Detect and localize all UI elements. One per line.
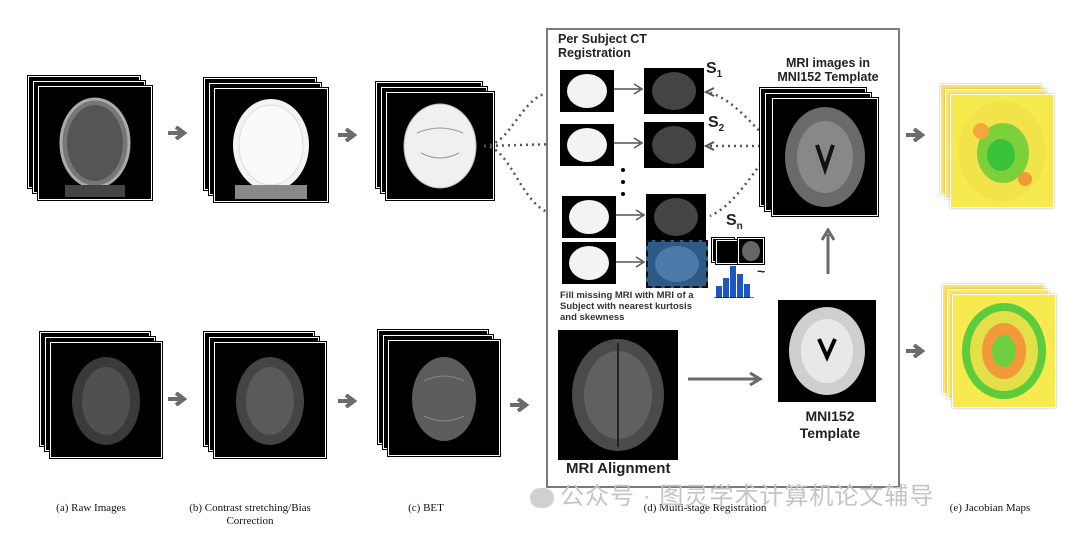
contrast-ct-image xyxy=(233,99,309,199)
arrow-a-to-b-bottom xyxy=(168,392,188,406)
caption-c: (c) BET xyxy=(408,502,444,514)
ct-thumb-1 xyxy=(560,70,614,112)
arrow-ctn xyxy=(616,209,646,221)
mni152-template-image xyxy=(778,300,876,402)
sn-label: Sn xyxy=(726,212,743,233)
caption-d: (d) Multi-stage Registration xyxy=(643,502,767,514)
contrast-ct-stack xyxy=(204,78,328,202)
caption-e: (e) Jacobian Maps xyxy=(949,502,1031,514)
arrow-a-to-b-top xyxy=(168,126,188,140)
small-mri-stack xyxy=(712,238,764,264)
raw-mri-image xyxy=(72,357,140,445)
reg-thumb-n xyxy=(646,194,706,240)
bet-mri-stack xyxy=(378,330,502,458)
arrow-b-to-c-bottom xyxy=(338,394,358,408)
tilde: ~ xyxy=(757,263,766,279)
arrow-ct1 xyxy=(614,83,644,95)
bet-ct-image xyxy=(403,103,477,189)
ct-thumb-n xyxy=(562,196,616,238)
watermark: 公众号 · 图灵学术计算机论文辅导 xyxy=(530,476,934,511)
arrow-to-jacobian-top xyxy=(906,128,926,142)
reg-thumb-1 xyxy=(644,68,704,114)
mri-template-stack xyxy=(760,88,880,216)
arrow-ct-missing xyxy=(616,256,646,268)
raw-ct-stack xyxy=(28,76,152,200)
raw-mri-stack xyxy=(40,332,164,460)
per-subject-title: Per Subject CT Registration xyxy=(558,32,647,60)
ct-thumb-2 xyxy=(560,124,614,166)
arrow-b-to-c-top xyxy=(338,128,358,142)
raw-ct-image xyxy=(59,97,131,197)
bet-ct-stack xyxy=(376,82,500,206)
mri-alignment-label: MRI Alignment xyxy=(566,460,671,477)
caption-b: (b) Contrast stretching/Bias Correction xyxy=(189,502,311,527)
mri-template-title: MRI images in MNI152 Template xyxy=(777,56,879,84)
jacobian-stack-bottom xyxy=(942,284,1062,414)
arrow-ct2 xyxy=(614,137,644,149)
arrow-to-jacobian-bottom xyxy=(906,344,926,358)
reg-thumb-2 xyxy=(644,122,704,168)
bet-mri-image xyxy=(412,357,476,441)
arrow-alignment-to-mni xyxy=(688,372,763,386)
s1-label: S1 xyxy=(706,60,723,81)
caption-a: (a) Raw Images xyxy=(56,502,126,514)
arrow-c-to-d-bottom xyxy=(510,398,530,412)
ct-thumb-missing xyxy=(562,242,616,284)
dotted-connectors xyxy=(483,90,557,216)
wechat-icon xyxy=(530,487,554,508)
jacobian-stack-top xyxy=(940,84,1060,214)
contrast-mri-stack xyxy=(204,332,328,460)
jacobian-map-top xyxy=(958,101,1046,201)
vertical-ellipsis xyxy=(621,168,627,196)
histogram-icon xyxy=(714,266,754,298)
mni152-label: MNI152 Template xyxy=(799,408,861,441)
contrast-mri-image xyxy=(236,357,304,445)
filled-mri-thumb xyxy=(646,240,708,288)
fill-missing-note: Fill missing MRI with MRI of a Subject w… xyxy=(560,290,694,323)
mri-alignment-image xyxy=(558,330,678,460)
jacobian-map-bottom xyxy=(962,303,1046,399)
mri-template-image xyxy=(785,107,865,207)
arrow-mni-up xyxy=(820,228,836,274)
s2-label: S2 xyxy=(708,114,725,135)
